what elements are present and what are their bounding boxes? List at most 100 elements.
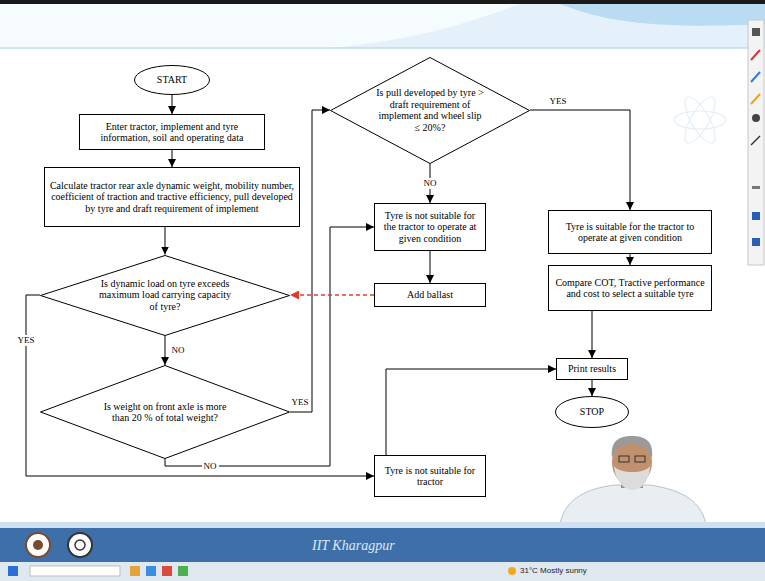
header-rule bbox=[0, 48, 765, 49]
toolbar-icon bbox=[752, 114, 760, 122]
node-text: Print results bbox=[561, 363, 623, 375]
weather-text: 31°C Mostly sunny bbox=[520, 566, 587, 575]
text-holder: Print results bbox=[561, 363, 623, 375]
watermark-text: IIT Kharagpur bbox=[312, 538, 395, 554]
process-box: Compare COT, Tractive performance and co… bbox=[548, 265, 712, 311]
node-text: Is weight on front axle is more than 20 … bbox=[96, 401, 234, 424]
ellipse-shape bbox=[135, 66, 210, 95]
node-text: Calculate tractor rear axle dynamic weig… bbox=[49, 180, 295, 215]
text-holder: START bbox=[142, 74, 202, 86]
institute-logo bbox=[33, 540, 43, 550]
decision-diamond: Is weight on front axle is more than 20 … bbox=[40, 365, 290, 459]
edge-label: NO bbox=[170, 345, 187, 356]
footer-band bbox=[0, 528, 765, 562]
header-band bbox=[0, 4, 765, 48]
toolbar-icon bbox=[752, 28, 760, 36]
text-holder: Calculate tractor rear axle dynamic weig… bbox=[49, 180, 295, 215]
node-text: Add ballast bbox=[379, 289, 481, 301]
taskbar-search bbox=[30, 566, 120, 576]
node-text: Tyre is suitable for the tractor to oper… bbox=[553, 221, 707, 244]
flow-connector bbox=[386, 369, 556, 455]
taskbar bbox=[0, 562, 765, 581]
node-text: Is dynamic load on tyre exceeds maximum … bbox=[96, 278, 234, 313]
node-text: START bbox=[142, 74, 202, 86]
edge-label: NO bbox=[422, 178, 439, 189]
decision-diamond: Is dynamic load on tyre exceeds maximum … bbox=[40, 255, 290, 336]
text-holder: STOP bbox=[563, 406, 621, 418]
toolbar-icon bbox=[752, 186, 760, 189]
text-holder: Tyre is not suitable for tractor bbox=[379, 465, 481, 488]
pen-toolbar bbox=[748, 20, 764, 265]
atom-orbit bbox=[679, 93, 721, 147]
terminal-ellipse: STOP bbox=[555, 396, 629, 428]
text-holder: Add ballast bbox=[379, 289, 481, 301]
taskbar-icon bbox=[8, 566, 18, 576]
diamond-shape bbox=[331, 57, 530, 163]
node-text: Is pull developed by tyre > draft requir… bbox=[375, 87, 485, 133]
node-text: Enter tractor, implement and tyre inform… bbox=[84, 121, 260, 144]
taskbar-icon bbox=[146, 566, 156, 576]
header-wave bbox=[0, 4, 520, 48]
text-holder: Enter tractor, implement and tyre inform… bbox=[84, 121, 260, 144]
faint-atom-icon bbox=[674, 93, 726, 147]
window-strip bbox=[0, 0, 765, 4]
taskbar-icon bbox=[130, 566, 140, 576]
presenter-glasses bbox=[635, 456, 645, 462]
decision-diamond: Is pull developed by tyre > draft requir… bbox=[330, 57, 530, 164]
edge-label: NO bbox=[202, 461, 219, 472]
process-box: Tyre is not suitable for tractor bbox=[374, 455, 486, 497]
text-holder: Is dynamic load on tyre exceeds maximum … bbox=[96, 278, 234, 313]
taskbar-icon bbox=[178, 566, 188, 576]
flow-connector bbox=[630, 254, 631, 265]
flow-connector bbox=[165, 227, 166, 255]
atom-orbit bbox=[674, 111, 726, 129]
institute-logo bbox=[26, 533, 50, 557]
atom-orbit bbox=[679, 93, 721, 147]
program-logo bbox=[75, 540, 85, 550]
toolbar-icon bbox=[752, 212, 760, 220]
taskbar-icon bbox=[162, 566, 172, 576]
process-box: Print results bbox=[556, 358, 628, 380]
presenter-figure bbox=[560, 436, 706, 524]
toolbar-icon bbox=[751, 72, 760, 82]
toolbar-icon bbox=[752, 238, 760, 246]
process-box: Add ballast bbox=[374, 283, 486, 307]
flow-connector bbox=[165, 336, 166, 366]
connector-group bbox=[26, 95, 630, 476]
diamond-shape bbox=[41, 366, 290, 459]
terminal-ellipse: START bbox=[134, 65, 210, 95]
edge-label: YES bbox=[289, 397, 310, 408]
toolbar-icon bbox=[751, 94, 760, 104]
header-wave bbox=[560, 4, 765, 26]
flow-connector bbox=[172, 150, 173, 167]
edge-label: YES bbox=[15, 335, 36, 346]
flow-connector bbox=[430, 251, 431, 283]
flow-connector bbox=[172, 95, 173, 114]
process-box: Tyre is suitable for the tractor to oper… bbox=[548, 210, 712, 254]
toolbar-icon bbox=[751, 136, 760, 145]
program-logo bbox=[68, 533, 92, 557]
flow-connector bbox=[592, 311, 593, 358]
presenter-glasses bbox=[619, 456, 629, 462]
presenter-shirt bbox=[560, 485, 706, 524]
weather-icon bbox=[508, 567, 516, 575]
diamond-shape bbox=[41, 255, 290, 335]
node-text: Tyre is not suitable for tractor bbox=[379, 465, 481, 488]
presenter-hair bbox=[612, 436, 653, 458]
text-holder: Is pull developed by tyre > draft requir… bbox=[375, 87, 485, 133]
ellipse-shape bbox=[556, 397, 629, 428]
flow-connector bbox=[530, 110, 630, 210]
process-box: Calculate tractor rear axle dynamic weig… bbox=[44, 167, 300, 227]
node-text: Compare COT, Tractive performance and co… bbox=[553, 277, 707, 300]
flow-connector bbox=[592, 380, 593, 396]
node-text: STOP bbox=[563, 406, 621, 418]
edge-label: YES bbox=[547, 96, 568, 107]
text-holder: Tyre is suitable for the tractor to oper… bbox=[553, 221, 707, 244]
text-holder: Is weight on front axle is more than 20 … bbox=[96, 401, 234, 424]
text-holder: Compare COT, Tractive performance and co… bbox=[553, 277, 707, 300]
process-box: Tyre is not suitable for the tractor to … bbox=[374, 203, 486, 251]
presenter-beard bbox=[614, 466, 650, 490]
flow-connector bbox=[290, 110, 330, 412]
